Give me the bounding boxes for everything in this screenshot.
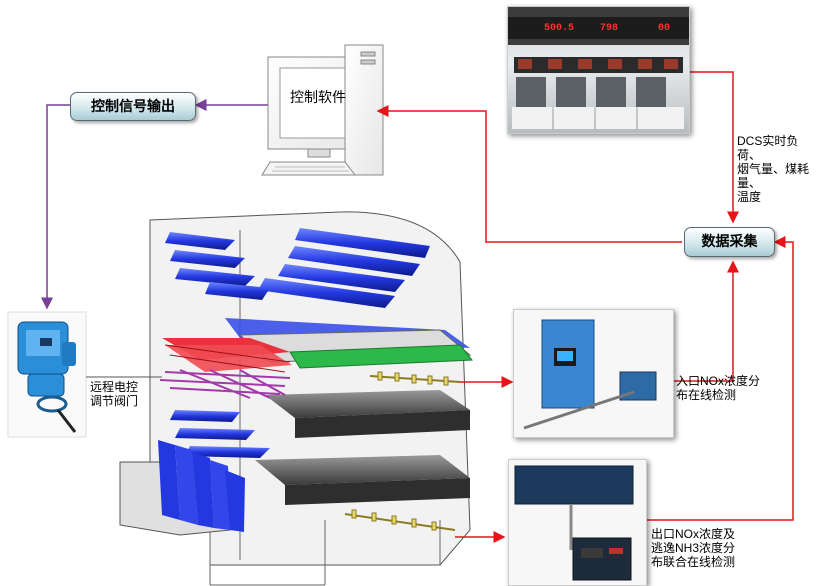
outlet-to-collection-line (645, 236, 794, 521)
inlet-to-collection-line (672, 260, 739, 382)
dcs-display-1: 500.5 (544, 23, 575, 34)
outlet-detection-label: 出口NOx浓度及 逃逸NH3浓度分 布联合在线检测 (651, 527, 736, 569)
lower-guide-vanes (158, 410, 270, 532)
dcs-to-collection-line (688, 71, 739, 224)
control-software-label: 控制软件 (290, 89, 346, 105)
scr-reactor (119, 211, 474, 586)
collection-to-software-line (376, 105, 682, 243)
data-collection-box: 数据采集 (684, 227, 775, 257)
valve-actuator-image (7, 311, 87, 438)
dcs-display-2: 798 (600, 23, 619, 34)
dcs-display-3: 00 (658, 23, 671, 34)
inlet-detection-label: 入口NOx浓度分 布在线检测 (676, 374, 761, 402)
ammonia-injection-grid (162, 338, 292, 373)
control-signal-output-box: 控制信号输出 (70, 92, 196, 121)
signal-to-valve-line (41, 104, 70, 310)
computer-icon (261, 44, 384, 176)
dcs-control-room-image: 500.5 798 00 (507, 6, 690, 134)
valve-label: 远程电控 调节阀门 (90, 380, 139, 408)
inlet-sampling-probes (369, 371, 461, 386)
inlet-analyzer-image (513, 309, 674, 438)
dcs-label: DCS实时负荷、 烟气量、煤耗量、 温度 (737, 134, 810, 204)
injection-lances (159, 369, 291, 399)
outlet-analyzer-image (508, 459, 647, 586)
outlet-sampling-probes (344, 509, 456, 531)
